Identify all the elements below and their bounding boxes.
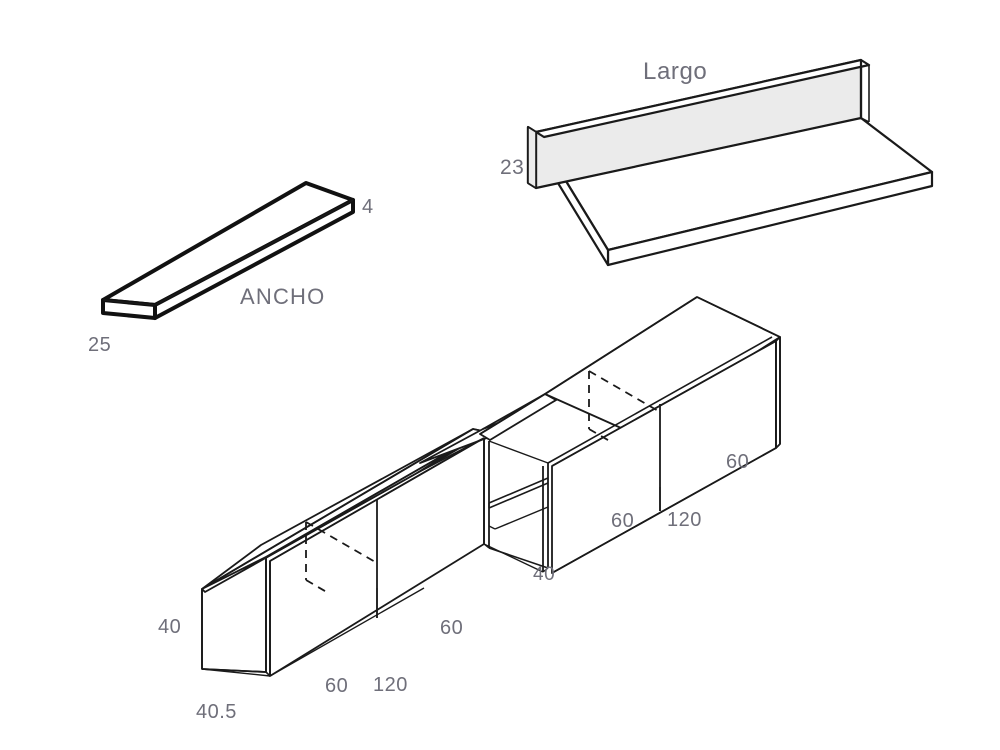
right-module-width-label-2: 60: [726, 451, 750, 473]
open-cube-back-top-line: [479, 393, 546, 435]
left-dim-leader-60-120: [269, 587, 425, 677]
open-cube-inner-shelf-front2: [488, 482, 549, 509]
shelf-depth-label: 23: [500, 156, 525, 179]
board-width-label: 25: [88, 334, 112, 356]
left-cabinet-hidden-divider: [305, 521, 378, 595]
left-module-total-label: 120: [373, 674, 408, 696]
right-cabinet-hidden-divider: [588, 370, 661, 444]
thin-board-part: [101, 181, 355, 320]
open-cube-inner-rear-shelf: [494, 506, 549, 530]
board-name-label: ANCHO: [240, 284, 326, 309]
left-module-width-label-1: 60: [325, 675, 349, 697]
cabinet-height-label: 40: [158, 616, 182, 638]
open-cube-right-jamb-bottom-tie: [542, 567, 549, 573]
open-cube-left-ledge: [416, 437, 485, 474]
open-cube-width-label: 40: [533, 564, 556, 585]
left-cabinet-back-top-edge: [201, 428, 474, 590]
cabinet-run-assembly: [201, 296, 781, 677]
left-cabinet-end-bottom2: [201, 668, 271, 677]
shelf-left-wedge: [527, 126, 537, 189]
right-cabinet-back-top-edge: [544, 296, 698, 395]
board-thickness-label: 4: [362, 196, 374, 218]
open-cube-inner-rear-left: [488, 525, 496, 530]
shelf-name-label: Largo: [643, 58, 708, 85]
board-crease-end: [102, 299, 156, 306]
left-module-width-label-2: 60: [440, 617, 464, 639]
right-module-total-label: 120: [667, 509, 702, 531]
shelf-back-panel-right-bottom-tie: [860, 117, 870, 123]
open-cube-inner-shelf-front: [488, 477, 549, 504]
open-cube-bottom-front-edge2: [483, 543, 544, 573]
right-cabinet-back-right-edge: [696, 296, 781, 338]
cabinet-depth-label: 40.5: [196, 701, 237, 723]
board-crease-top: [154, 199, 354, 306]
right-cabinet-door-edge-outer: [547, 336, 773, 464]
right-dim-leader-60-120: [551, 486, 707, 574]
open-cube-top-surface: [479, 393, 557, 441]
right-cabinet-end-bottom-tie: [775, 443, 781, 449]
open-cube-inner-back-top: [488, 440, 549, 464]
right-module-width-label-1: 60: [611, 510, 635, 532]
left-cabinet-deck: [201, 433, 481, 593]
right-cabinet-door-edge-inner: [551, 340, 777, 467]
wall-shelf-part: [526, 58, 934, 267]
shelf-back-panel-base-line: [535, 117, 862, 189]
